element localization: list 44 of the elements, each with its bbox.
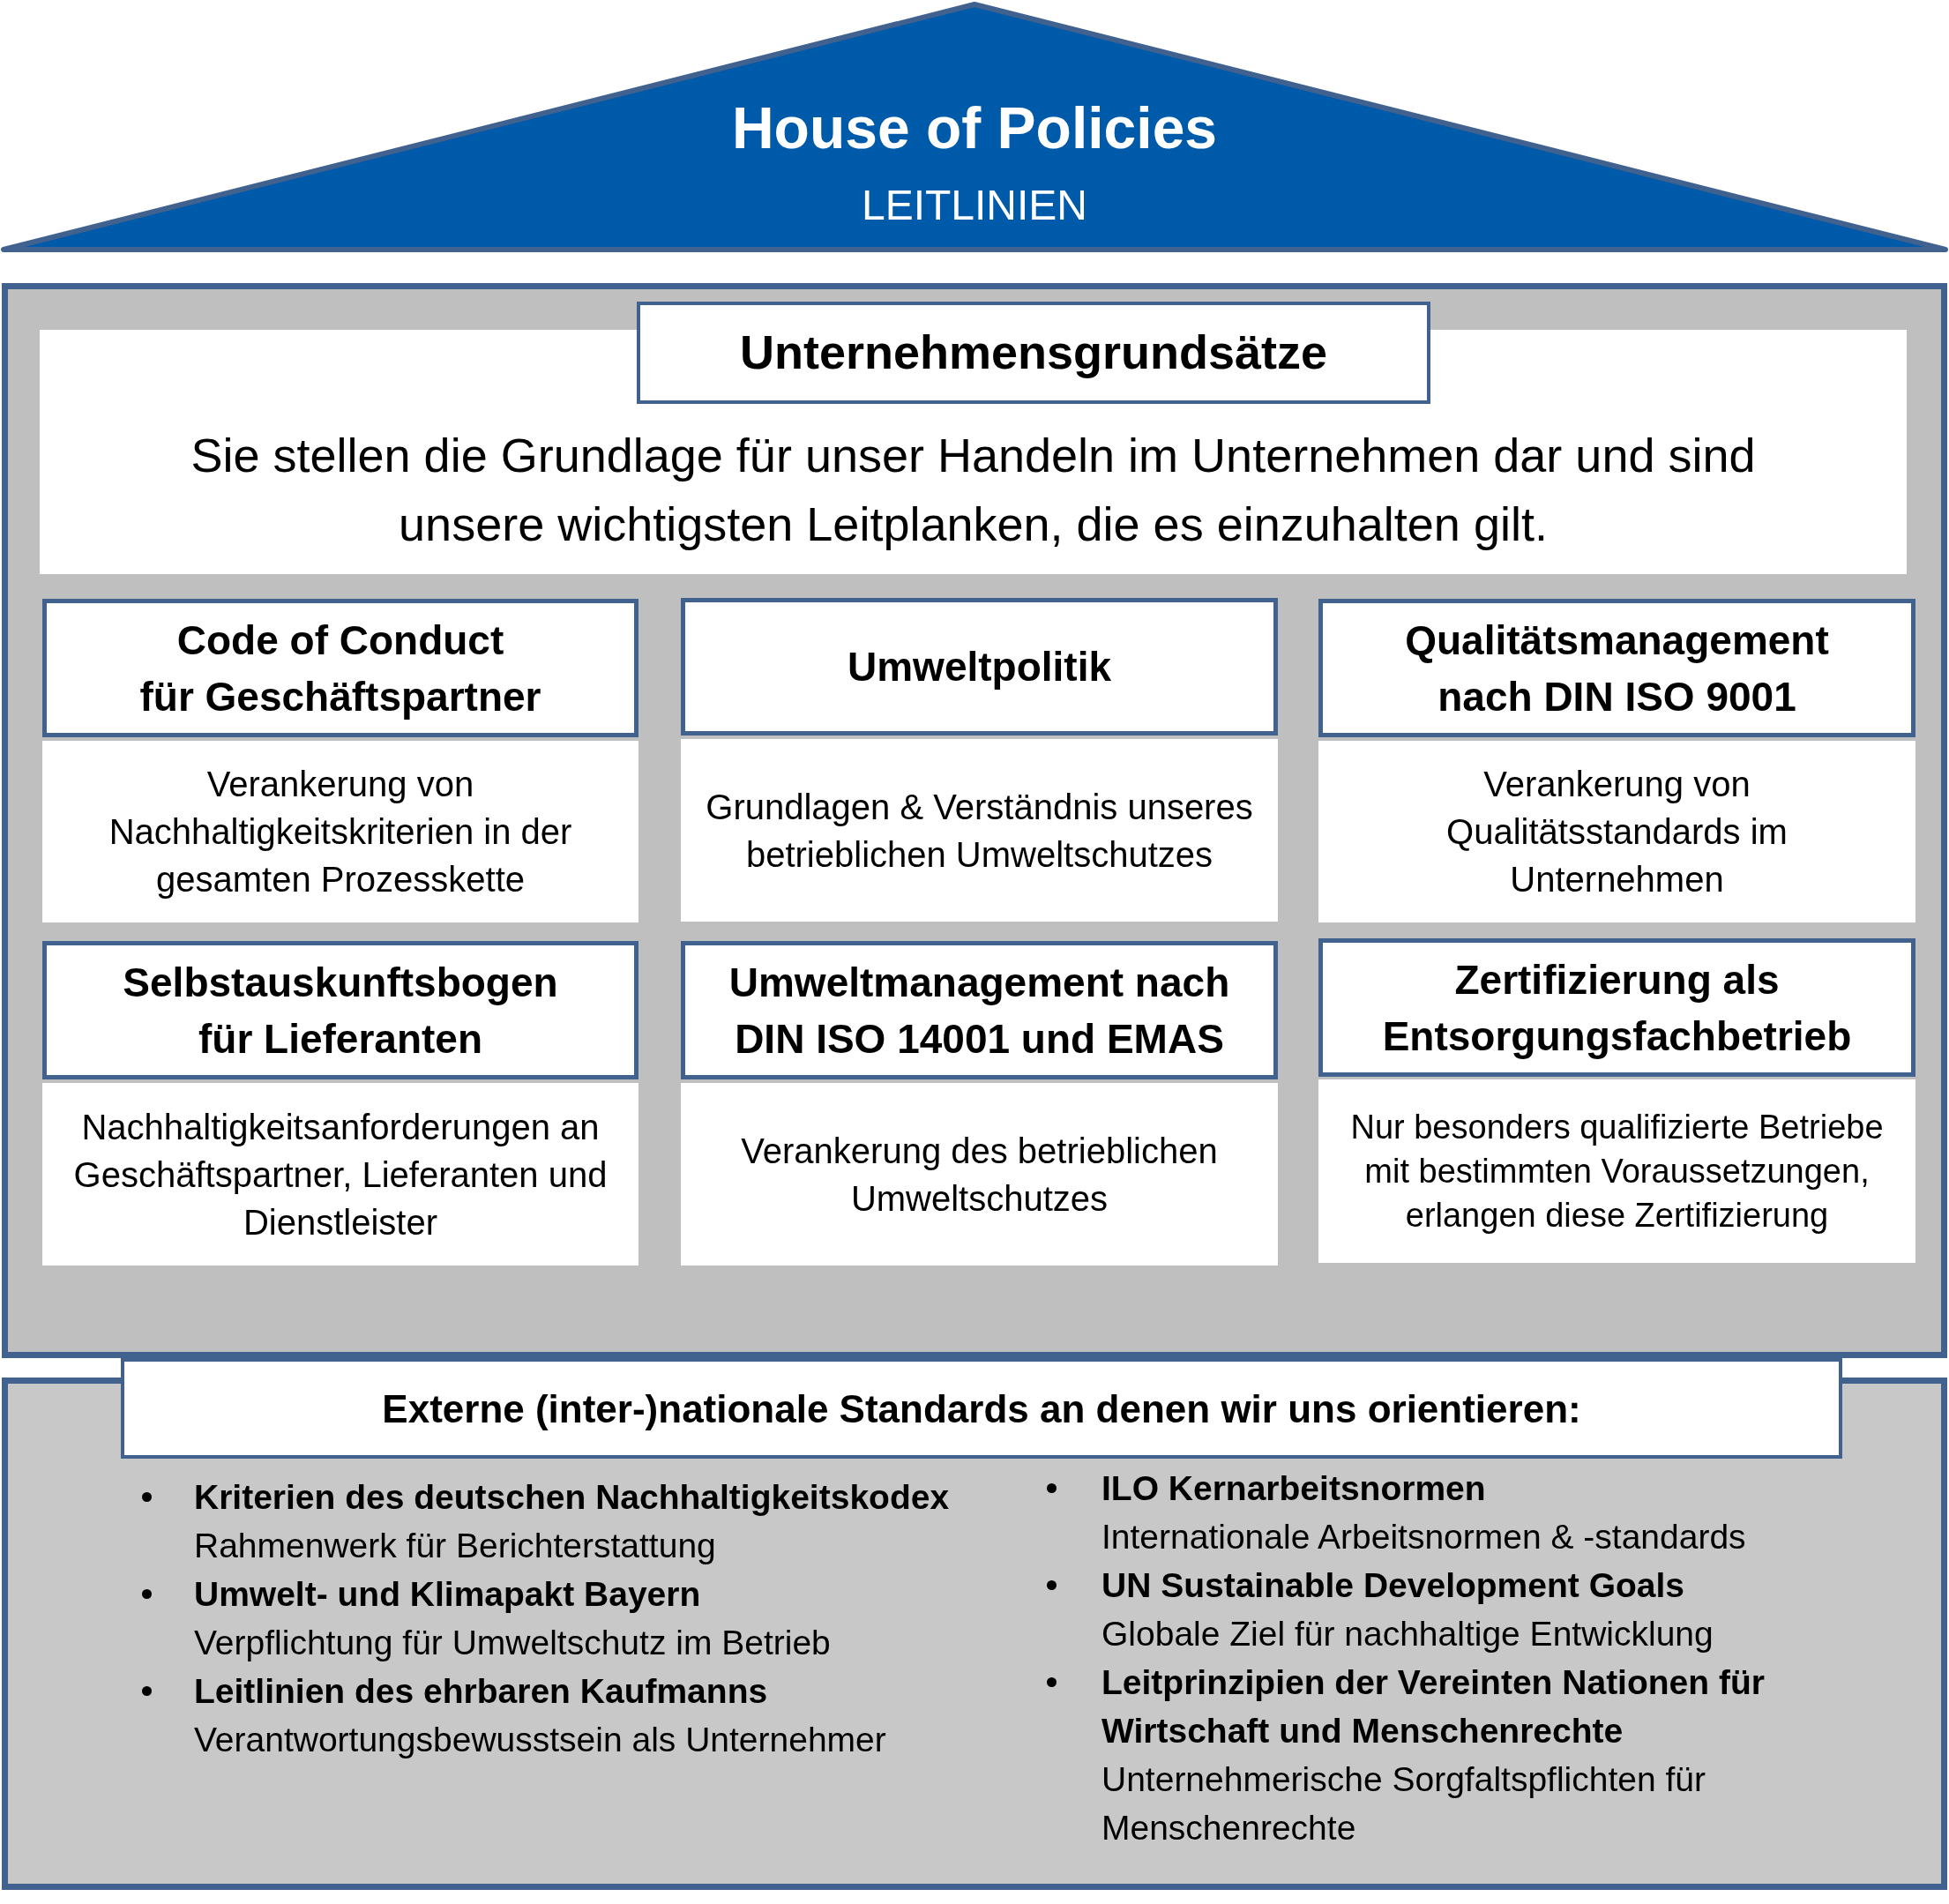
policy-title-box (681, 941, 1278, 1079)
policy-title: Umweltmanagement nach DIN ISO 14001 und EMAS (728, 958, 1231, 1064)
policy-title: Zertifizierung als Entsorgungsfachbetrieb (1381, 955, 1853, 1061)
upper-panel (2, 283, 1947, 1358)
standard-description: Unternehmerische Sorgfaltspflichten für Menschenrechte (1101, 1759, 1706, 1848)
policy-description: Verankerung des betrieblichen Umweltschutzes (740, 1130, 1219, 1220)
policy-description-panel (681, 1083, 1278, 1266)
policy-description-panel (1318, 741, 1915, 922)
house-title: House of Policies (731, 94, 1218, 162)
standard-description: Rahmenwerk für Berichterstattung (194, 1526, 716, 1566)
policy-title-box (42, 599, 638, 737)
lower-panel (2, 1358, 1947, 1890)
standard-description: Verpflichtung für Umweltschutz im Betrieb (194, 1623, 831, 1663)
policy-description: Grundlagen & Verständnis unseres betrieblichen Umweltschutzes (706, 786, 1253, 876)
standard-name: Leitprinzipien der Vereinten Nationen für Wirtschaft und Menschenrechte (1101, 1662, 1766, 1751)
policy-title: Qualitätsmanagement nach DIN ISO 9001 (1404, 616, 1830, 721)
policy-title-box (681, 598, 1278, 735)
policy-description: Nur besonders qualifizierte Betriebe mit bestimmten Voraussetzungen, erlangen diese Zertifizierung (1349, 1108, 1885, 1236)
policy-description: Nachhaltigkeitsanforderungen an Geschäftspartner, Lieferanten und Dienstleister (72, 1106, 609, 1243)
policy-description-panel (681, 739, 1278, 922)
policy-description-panel (1318, 1079, 1915, 1263)
policy-title-box (42, 941, 638, 1079)
standard-name: ILO Kernarbeitsnormen (1101, 1468, 1486, 1509)
policy-title-box (1318, 599, 1915, 737)
standard-name: Umwelt- und Klimapakt Bayern (194, 1574, 701, 1615)
standard-description: Internationale Arbeitsnormen & -standards (1101, 1517, 1746, 1557)
policy-description: Verankerung von Nachhaltigkeitskriterien in der gesamten Prozesskette (108, 764, 573, 900)
heading-text: Externe (inter-)nationale Standards an denen wir uns orientieren: (382, 1385, 1581, 1432)
heading-text: Unternehmensgrundsätze (739, 325, 1328, 381)
standard-name: Leitlinien des ehrbaren Kaufmanns (194, 1671, 768, 1712)
house-subtitle: LEITLINIEN (861, 181, 1088, 230)
intro-text: Sie stellen die Grundlage für unser Handeln im Unternehmen dar und sind unsere wichtigsten Leitplanken, die es einzuhalten gilt. (190, 427, 1757, 552)
standard-description: Globale Ziel für nachhaltige Entwicklung (1101, 1614, 1714, 1654)
policy-title-box (1318, 938, 1915, 1077)
policy-title: Code of Conduct für Geschäftspartner (138, 616, 542, 721)
policy-description-panel (42, 741, 638, 922)
policy-description-panel (42, 1083, 638, 1266)
intro-band (40, 302, 1907, 574)
policy-title: Umweltpolitik (848, 643, 1111, 691)
policy-title: Selbstauskunftsbogen für Lieferanten (122, 958, 559, 1064)
standard-name: Kriterien des deutschen Nachhaltigkeitskodex (194, 1477, 950, 1518)
standard-name: UN Sustainable Development Goals (1101, 1565, 1684, 1606)
standard-description: Verantwortungsbewusstsein als Unternehmer (194, 1720, 886, 1760)
policy-description: Verankerung von Qualitätsstandards im Unternehmen (1445, 764, 1788, 900)
